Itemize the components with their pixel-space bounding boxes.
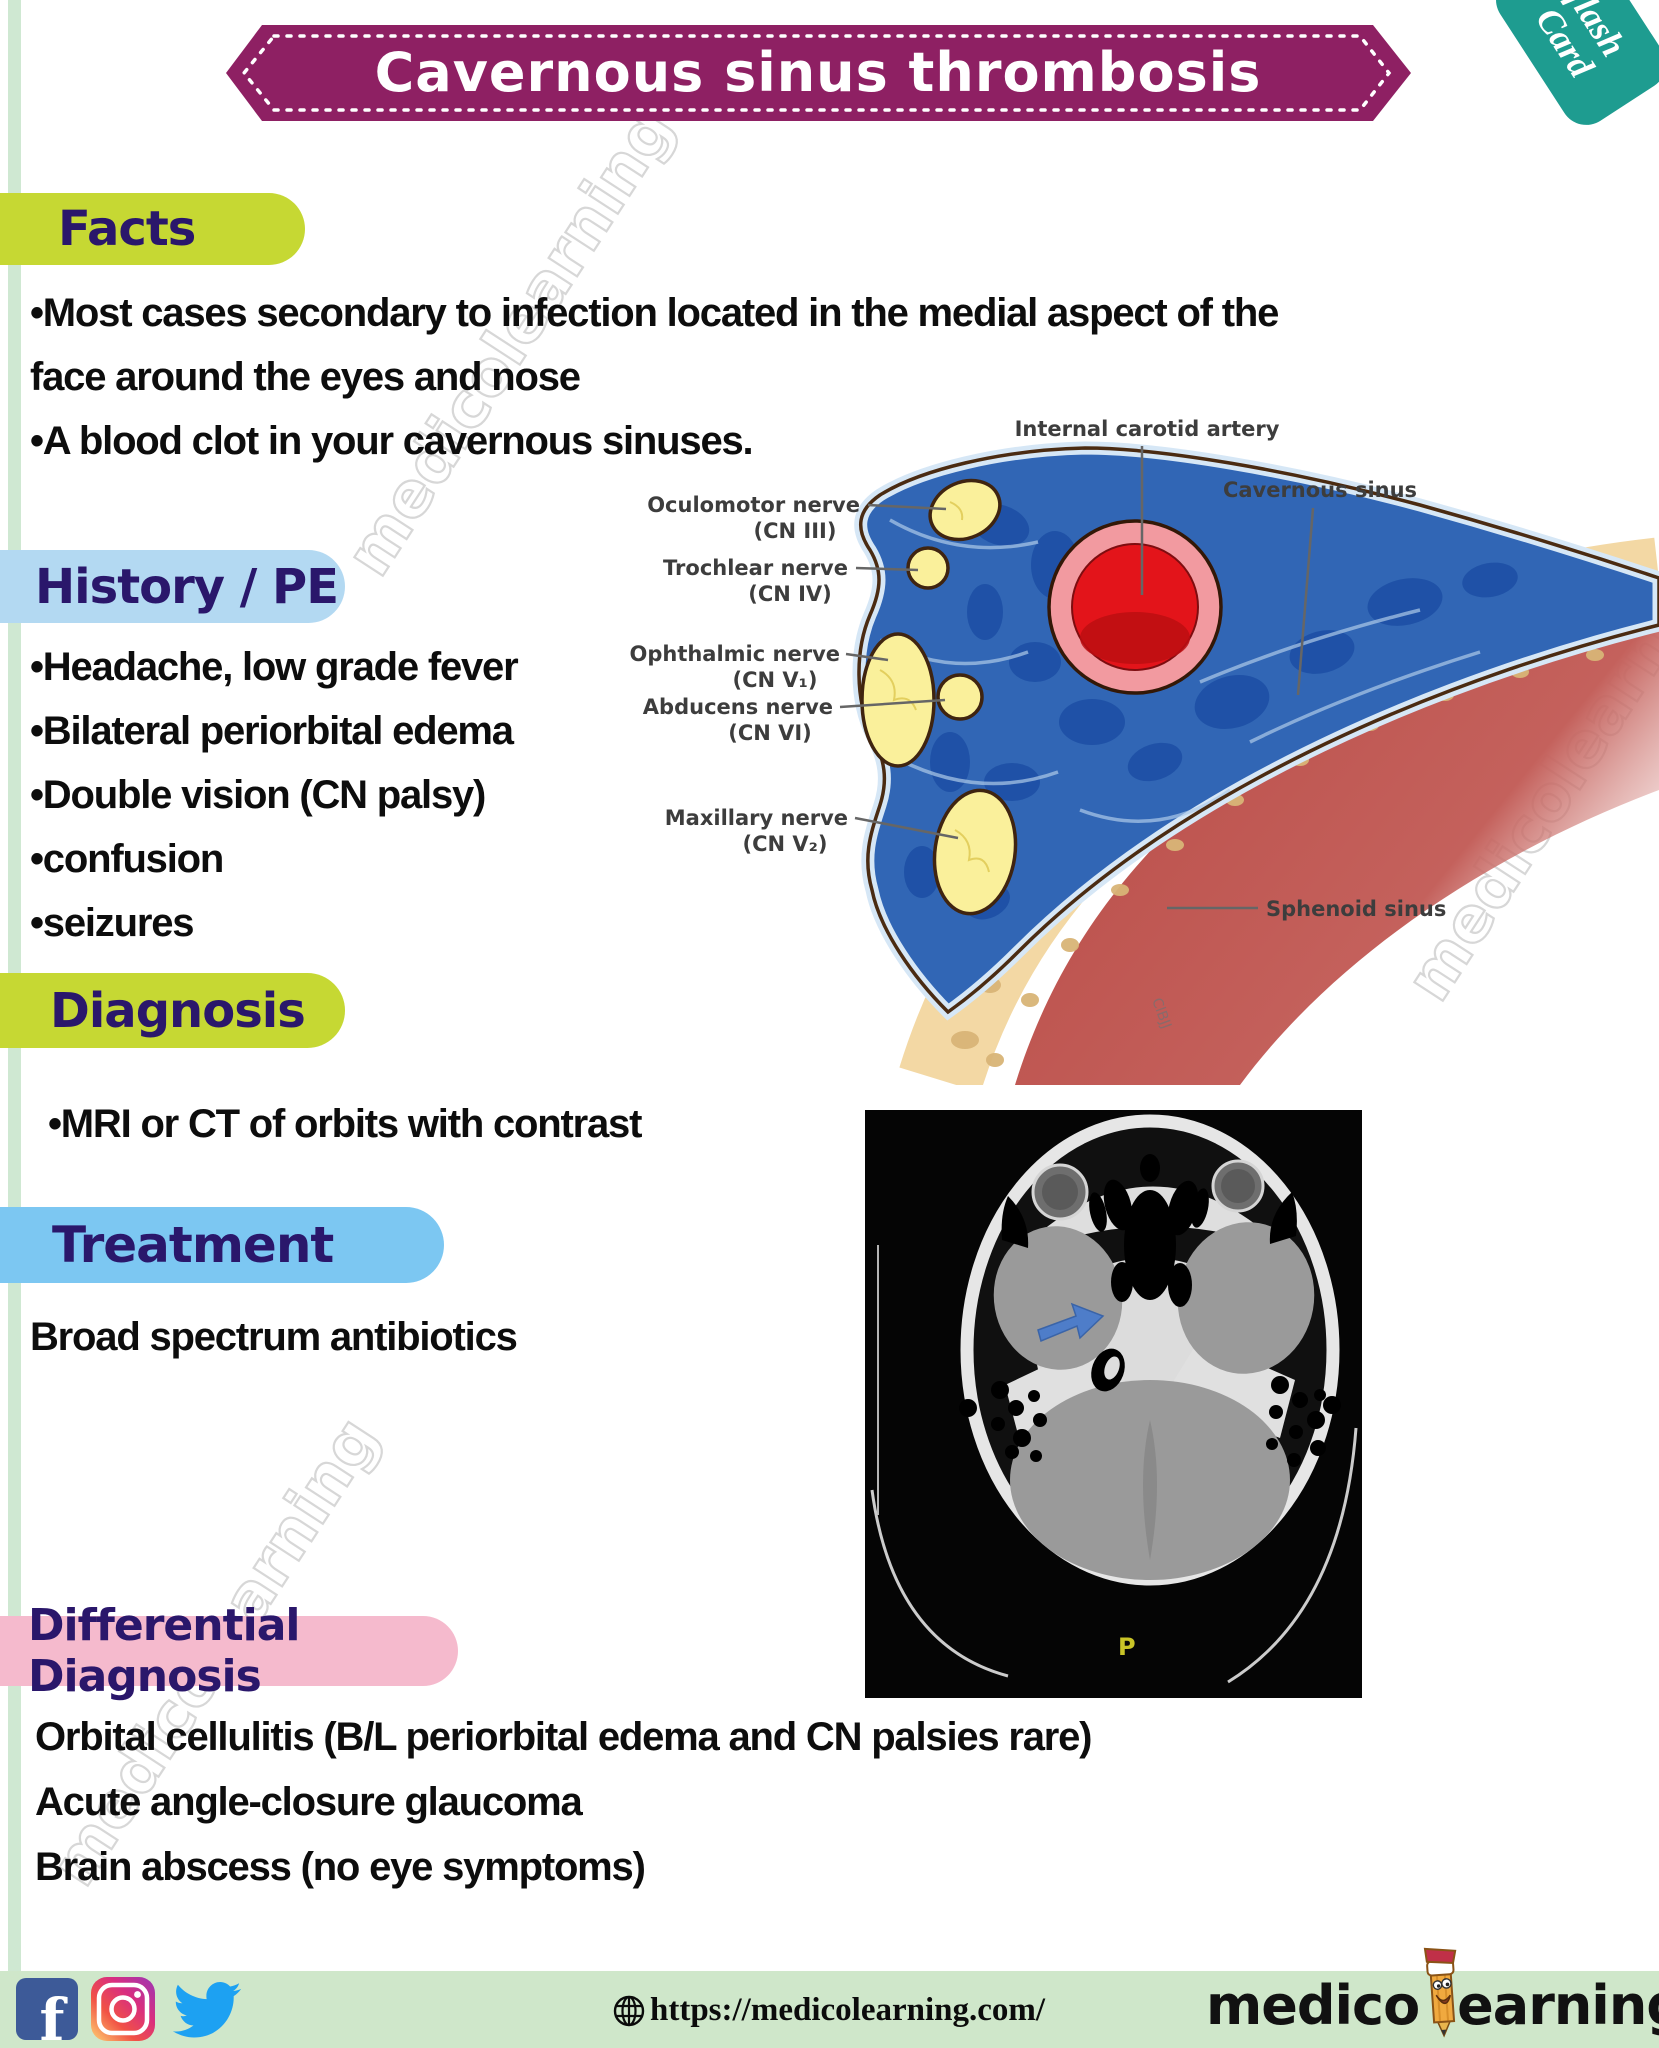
section-label-history: History / PE [0,550,345,623]
label-ophthalmic-nerve: Ophthalmic nerve [629,642,840,666]
label-ophthalmic-cn: (CN V₁) [733,668,818,692]
differential-list: Orbital cellulitis (B/L periorbital edem… [35,1705,1093,1900]
title-banner: Cavernous sinus thrombosis [226,25,1411,121]
section-label-text: Treatment [52,1216,334,1274]
cn6-abducens-shape [936,673,984,721]
section-label-differential: Differential Diagnosis [0,1600,458,1702]
history-list: •Headache, low grade fever •Bilateral pe… [30,635,519,955]
label-maxillary-nerve: Maxillary nerve [665,806,848,830]
pencil-icon [1423,1947,1457,2038]
label-trochlear-nerve: Trochlear nerve [663,556,848,580]
list-item: •Most cases secondary to infection locat… [30,291,1279,335]
logo-prefix: medico [1206,1973,1420,2037]
label-sphenoid-sinus: Sphenoid sinus [1266,897,1446,921]
section-label-text: History / PE [35,558,339,615]
list-item: Brain abscess (no eye symptoms) [35,1845,646,1889]
logo-suffix: earning [1457,1973,1659,2037]
list-item: Orbital cellulitis (B/L periorbital edem… [35,1715,1093,1759]
cn5b-maxillary-shape [932,788,1018,916]
instagram-icon[interactable] [90,1976,156,2042]
brand-logo: medico earning [1206,1947,1659,2038]
list-item: •Headache, low grade fever [30,645,519,689]
list-item: •Bilateral periorbital edema [30,709,514,753]
label-maxillary-cn: (CN V₂) [743,832,828,856]
label-oculomotor-cn: (CN III) [754,519,837,543]
list-item: •Double vision (CN palsy) [30,773,486,817]
ct-orientation-marker: P [1118,1633,1136,1661]
section-label-diagnosis: Diagnosis [0,973,345,1048]
cn4-trochlear-shape [906,546,950,590]
website-link[interactable]: https://medicolearning.com/ [612,1992,1045,2029]
label-abducens-nerve: Abducens nerve [643,695,833,719]
label-cavernous-sinus: Cavernous sinus [1223,478,1417,502]
list-item: •seizures [30,901,195,945]
ct-scan-image: P [865,1110,1362,1698]
treatment-list: Broad spectrum antibiotics [30,1305,518,1369]
list-item: •MRI or CT of orbits with contrast [48,1102,642,1146]
cn3-oculomotor-shape [928,478,1002,542]
ct-annotation-arrow [1037,1302,1105,1343]
label-trochlear-cn: (CN IV) [748,582,832,606]
label-abducens-cn: (CN VI) [728,721,812,745]
sphenoid-sinus-shape [1015,607,1659,1085]
section-label-text: Differential Diagnosis [28,1600,301,1702]
cn5a-ophthalmic-shape [860,632,936,768]
website-url-text: https://medicolearning.com/ [650,1992,1046,2028]
list-item: •A blood clot in your cavernous sinuses. [30,419,754,463]
section-label-treatment: Treatment [0,1207,444,1283]
list-item: face around the eyes and nose [30,355,581,399]
globe-icon [613,1995,645,2026]
cavernous-sinus-diagram: Internal carotid artery Cavernous sinus … [629,417,1659,1085]
page-title: Cavernous sinus thrombosis [375,41,1262,104]
section-label-text: Facts [58,201,196,257]
label-oculomotor-nerve: Oculomotor nerve [647,493,860,517]
footer-band [0,1971,1659,2048]
label-internal-carotid-artery: Internal carotid artery [1015,417,1280,441]
section-label-facts: Facts [0,193,305,265]
section-label-text: Diagnosis [50,982,306,1039]
facebook-icon[interactable]: f [16,1978,78,2040]
list-item: •confusion [30,837,224,881]
list-item: Acute angle-closure glaucoma [35,1780,583,1824]
diagnosis-list: •MRI or CT of orbits with contrast [48,1092,642,1156]
facts-list: •Most cases secondary to infection locat… [30,281,1279,473]
twitter-icon[interactable] [170,1982,244,2042]
list-item: Broad spectrum antibiotics [30,1315,518,1359]
